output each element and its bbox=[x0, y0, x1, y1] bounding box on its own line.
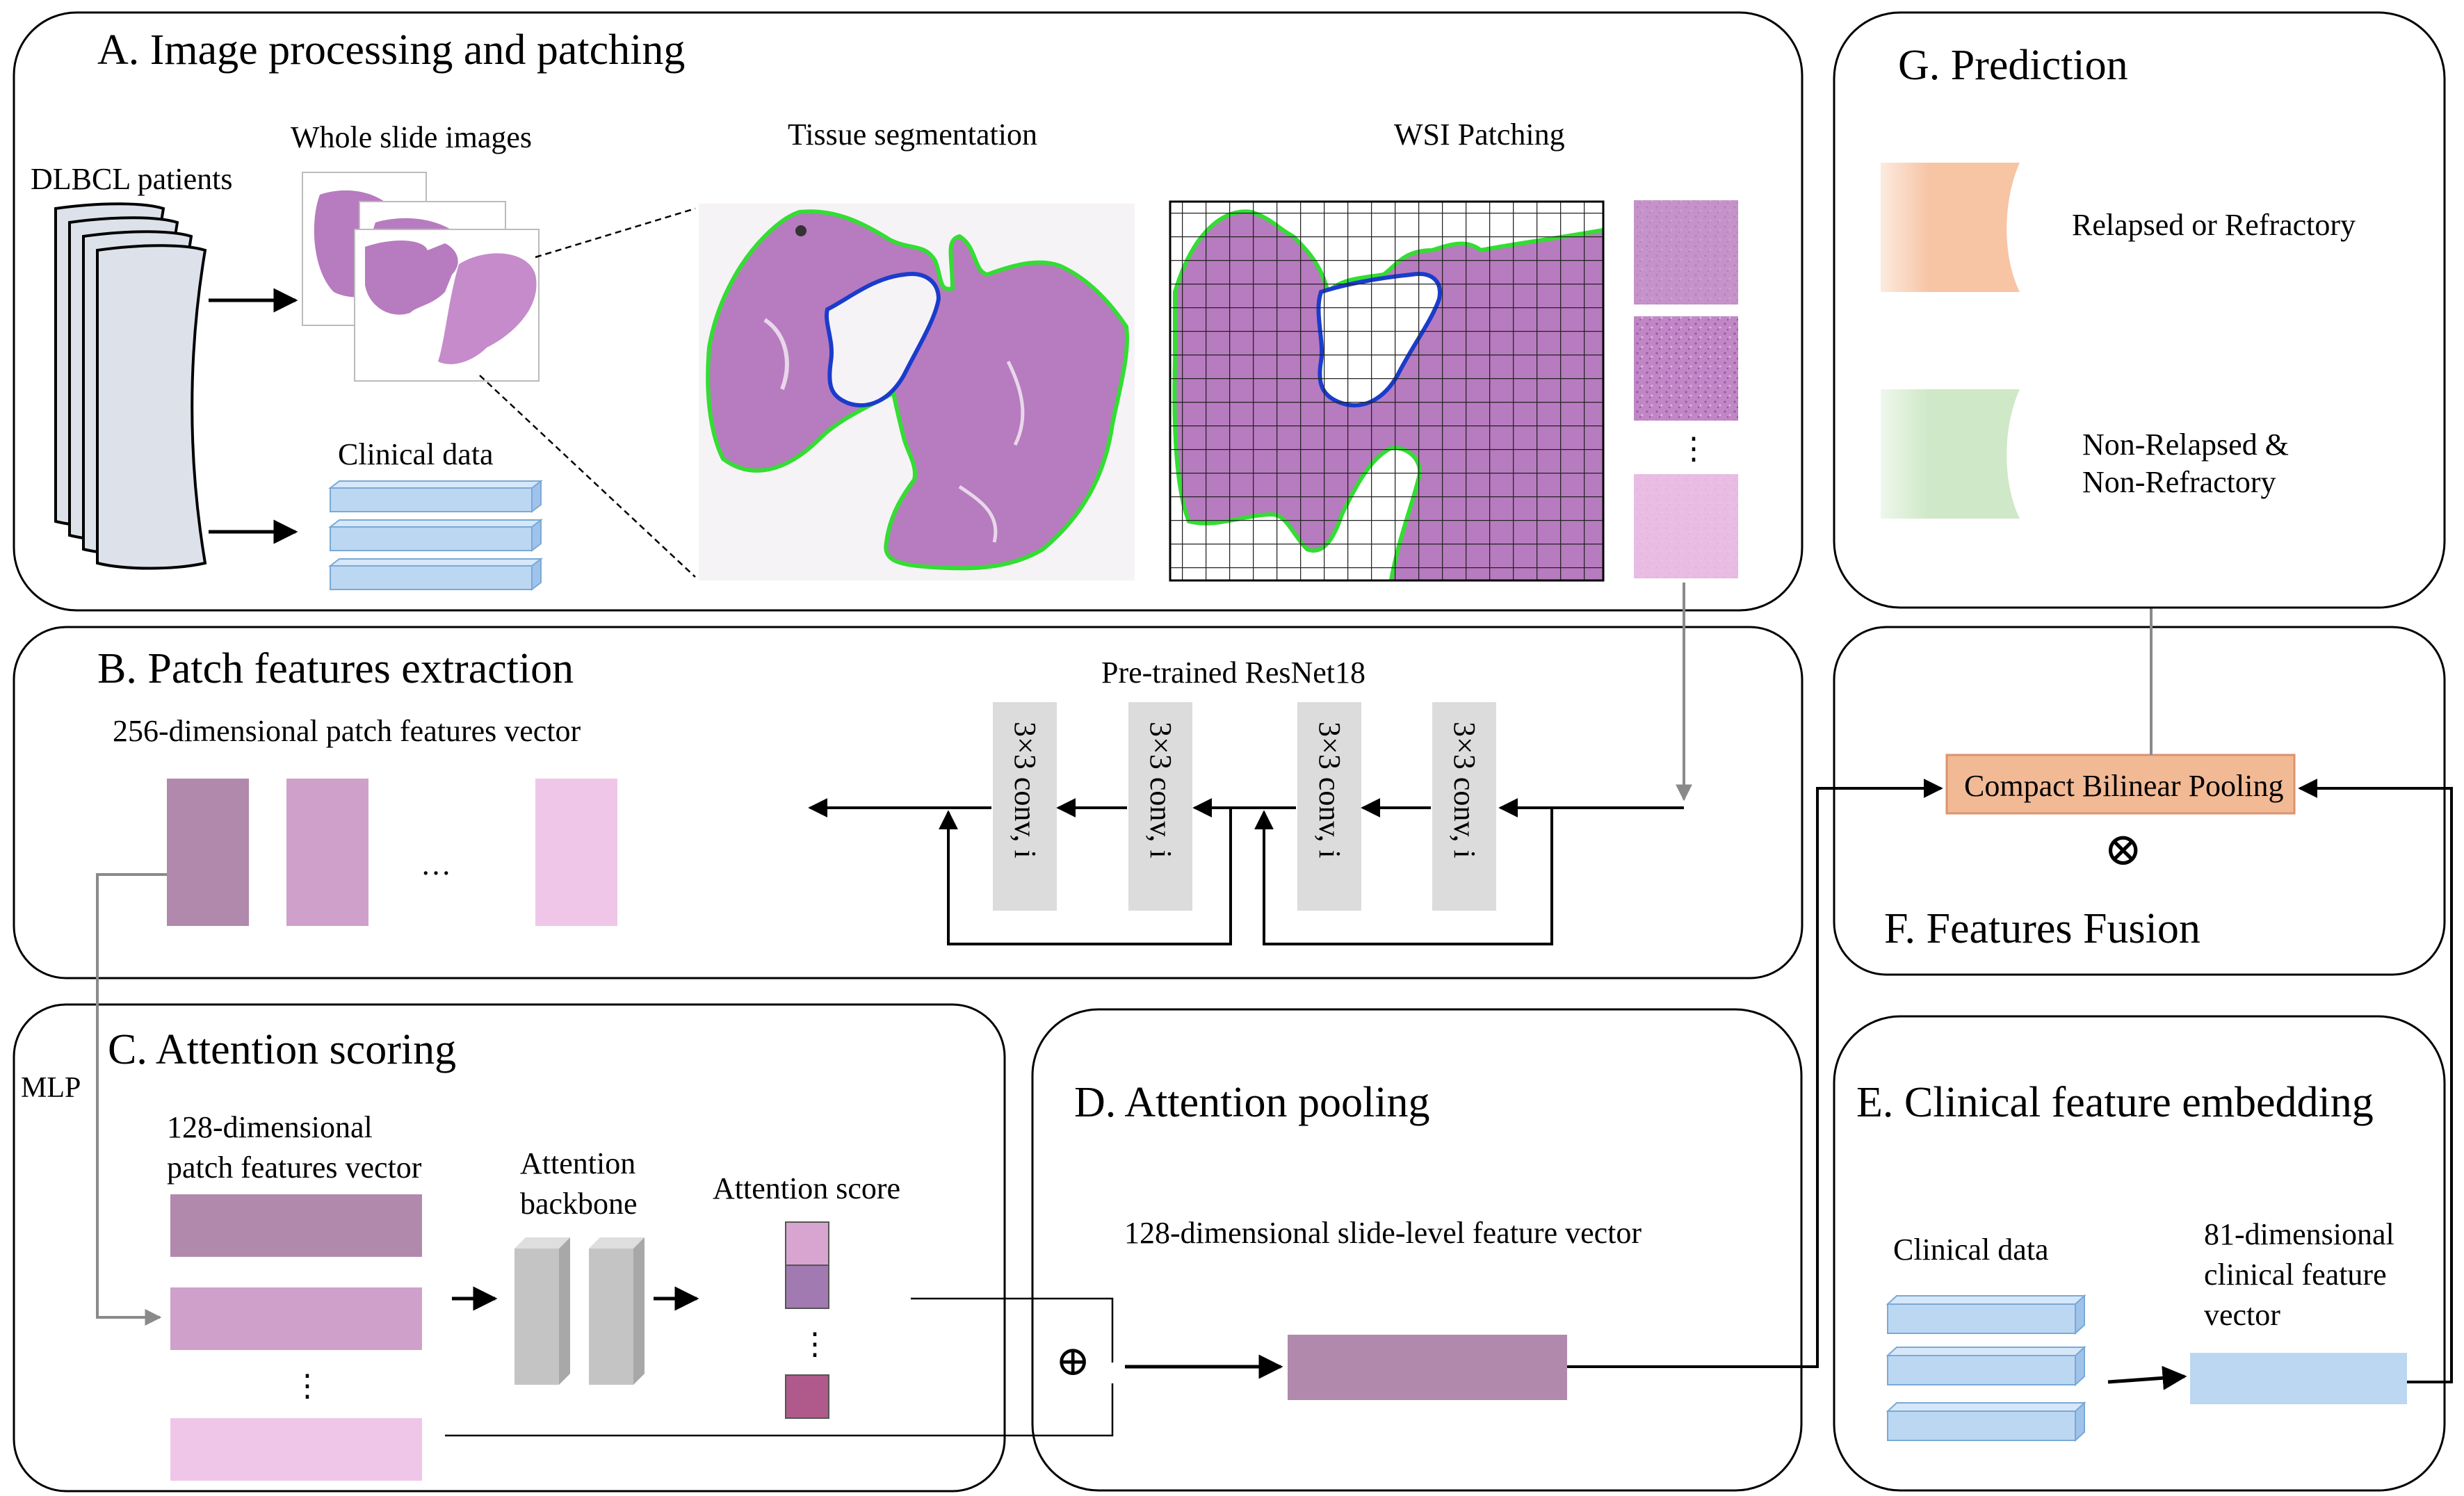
tissue-segmentation-image bbox=[699, 204, 1135, 580]
clinical-feature-vector bbox=[2190, 1353, 2407, 1404]
section-e-clinical-embedding: E. Clinical feature embedding Clinical d… bbox=[1833, 1015, 2446, 1492]
patch-vector-256-label: 256-dimensional patch features vector bbox=[113, 714, 581, 748]
conv-block-1-label: 3×3 conv, i bbox=[1008, 722, 1042, 859]
attention-score-column: ⋮ bbox=[785, 1221, 830, 1419]
backbone-label-2: backbone bbox=[520, 1187, 638, 1221]
conv-block-2 bbox=[1128, 702, 1192, 911]
whole-slide-image-stack bbox=[302, 172, 540, 382]
wsi-patching-image bbox=[1169, 200, 1605, 582]
patch-feature-ellipsis: … bbox=[421, 847, 451, 881]
patch-tiles: ⋮ bbox=[1634, 200, 1738, 578]
bilinear-product-symbol: ⊗ bbox=[2104, 824, 2142, 875]
outcome-non-relapsed-2: Non-Refractory bbox=[2082, 465, 2276, 499]
resnet-label: Pre-trained ResNet18 bbox=[1101, 656, 1365, 690]
section-b-patch-features: B. Patch features extraction 256-dimensi… bbox=[13, 583, 1804, 979]
section-b-title: B. Patch features extraction bbox=[97, 645, 574, 692]
clinical-vector-label-2: clinical feature bbox=[2204, 1258, 2387, 1292]
patch-feature-n bbox=[535, 779, 617, 926]
patch-vector-128-n bbox=[170, 1418, 422, 1481]
clinical-vector-label-3: vector bbox=[2204, 1298, 2280, 1332]
attention-backbone-blocks bbox=[514, 1237, 645, 1385]
outcome-relapsed: Relapsed or Refractory bbox=[2072, 208, 2356, 242]
conv-block-4-label: 3×3 conv, i bbox=[1448, 722, 1482, 859]
section-g-prediction: G. Prediction Relapsed or Refractory Non… bbox=[1833, 11, 2446, 609]
patch-feature-2 bbox=[286, 779, 368, 926]
section-a-title: A. Image processing and patching bbox=[97, 26, 685, 74]
attention-score-label: Attention score bbox=[713, 1171, 900, 1205]
patients-document-stack bbox=[54, 202, 207, 570]
conv-block-3-label: 3×3 conv, i bbox=[1313, 722, 1347, 859]
attention-score-ellipsis: ⋮ bbox=[800, 1327, 830, 1361]
clinical-data-bars-e bbox=[1886, 1294, 2086, 1442]
section-a-image-processing: A. Image processing and patching DLBCL p… bbox=[13, 11, 1804, 612]
slide-level-feature-vector bbox=[1288, 1335, 1567, 1400]
segmentation-label: Tissue segmentation bbox=[788, 117, 1037, 152]
pooling-label: Compact Bilinear Pooling bbox=[1964, 769, 2284, 803]
conv-block-3 bbox=[1297, 702, 1361, 911]
relapsed-color-swatch bbox=[1881, 163, 2020, 292]
patch-vector-128-ellipsis: ⋮ bbox=[292, 1369, 323, 1403]
section-d-attention-pooling: D. Attention pooling 128-dimensional sli… bbox=[445, 1008, 1803, 1492]
section-c-attention-scoring: C. Attention scoring MLP 128-dimensional… bbox=[13, 873, 1006, 1493]
backbone-label-1: Attention bbox=[520, 1146, 635, 1180]
section-d-title: D. Attention pooling bbox=[1074, 1079, 1430, 1126]
outcome-non-relapsed-1: Non-Relapsed & bbox=[2082, 428, 2289, 462]
mlp-label: MLP bbox=[21, 1072, 81, 1104]
patients-label: DLBCL patients bbox=[31, 162, 232, 196]
non-relapsed-color-swatch bbox=[1881, 389, 2020, 519]
clinical-data-bars bbox=[328, 479, 543, 592]
clinical-data-label-e: Clinical data bbox=[1893, 1233, 2049, 1267]
clinical-data-label: Clinical data bbox=[338, 437, 494, 471]
section-e-title: E. Clinical feature embedding bbox=[1856, 1079, 2374, 1126]
compact-bilinear-pooling-box bbox=[1945, 754, 2296, 815]
conv-block-1 bbox=[993, 702, 1057, 911]
slide-vector-label: 128-dimensional slide-level feature vect… bbox=[1124, 1216, 1642, 1250]
section-c-title: C. Attention scoring bbox=[108, 1026, 456, 1073]
patching-label: WSI Patching bbox=[1394, 117, 1565, 152]
conv-block-4 bbox=[1432, 702, 1496, 911]
section-g-title: G. Prediction bbox=[1898, 42, 2128, 89]
clinical-vector-label-1: 81-dimensional bbox=[2204, 1217, 2394, 1251]
patch-vector-128-label-1: 128-dimensional bbox=[167, 1110, 373, 1144]
attention-sum-symbol: ⊕ bbox=[1055, 1338, 1090, 1384]
section-f-features-fusion: Compact Bilinear Pooling ⊗ F. Features F… bbox=[1567, 569, 2453, 1383]
wsi-label: Whole slide images bbox=[291, 120, 532, 154]
patch-feature-1 bbox=[167, 779, 249, 926]
patch-vector-128-label-2: patch features vector bbox=[167, 1151, 422, 1185]
patch-vector-128-2 bbox=[170, 1287, 422, 1350]
patch-vector-128-1 bbox=[170, 1194, 422, 1257]
section-f-title: F. Features Fusion bbox=[1884, 905, 2200, 952]
conv-block-2-label: 3×3 conv, i bbox=[1144, 722, 1178, 859]
patch-ellipsis: ⋮ bbox=[1678, 432, 1709, 466]
